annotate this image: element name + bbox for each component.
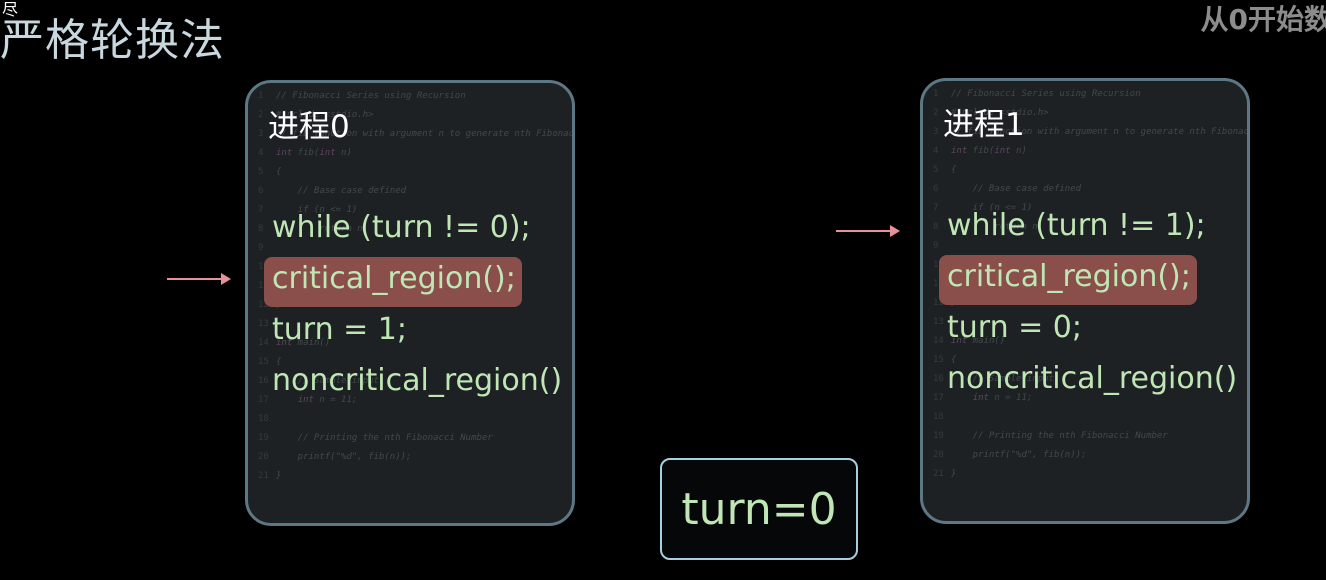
critical-region-highlight [264,257,522,307]
corner-mark: 尽 [2,0,19,19]
process-1-label: 进程1 [943,107,1025,143]
code-line-wait: while (turn != 0); [272,210,531,245]
code-line-noncritical: noncritical_region() [947,361,1238,396]
process-0-label: 进程0 [268,109,350,145]
code-line-noncritical: noncritical_region() [272,363,563,398]
code-line-wait: while (turn != 1); [947,208,1206,243]
process-1-pointer-arrow [836,225,900,237]
turn-variable-box: turn=0 [660,458,858,560]
code-line-turn-assign: turn = 0; [947,310,1082,345]
process-1-panel: 1// Fibonacci Series using Recursion 2#i… [920,78,1250,524]
code-line-turn-assign: turn = 1; [272,312,407,347]
turn-value: turn=0 [681,483,837,535]
slide-title: 严格轮换法 [0,15,225,66]
process-0-pointer-arrow [167,273,231,285]
critical-region-highlight [939,255,1197,305]
code-line-critical: critical_region(); [272,261,516,296]
code-line-critical: critical_region(); [947,259,1191,294]
watermark: 从0开始数 [1200,3,1326,36]
process-0-panel: 1// Fibonacci Series using Recursion 2#i… [245,80,575,526]
